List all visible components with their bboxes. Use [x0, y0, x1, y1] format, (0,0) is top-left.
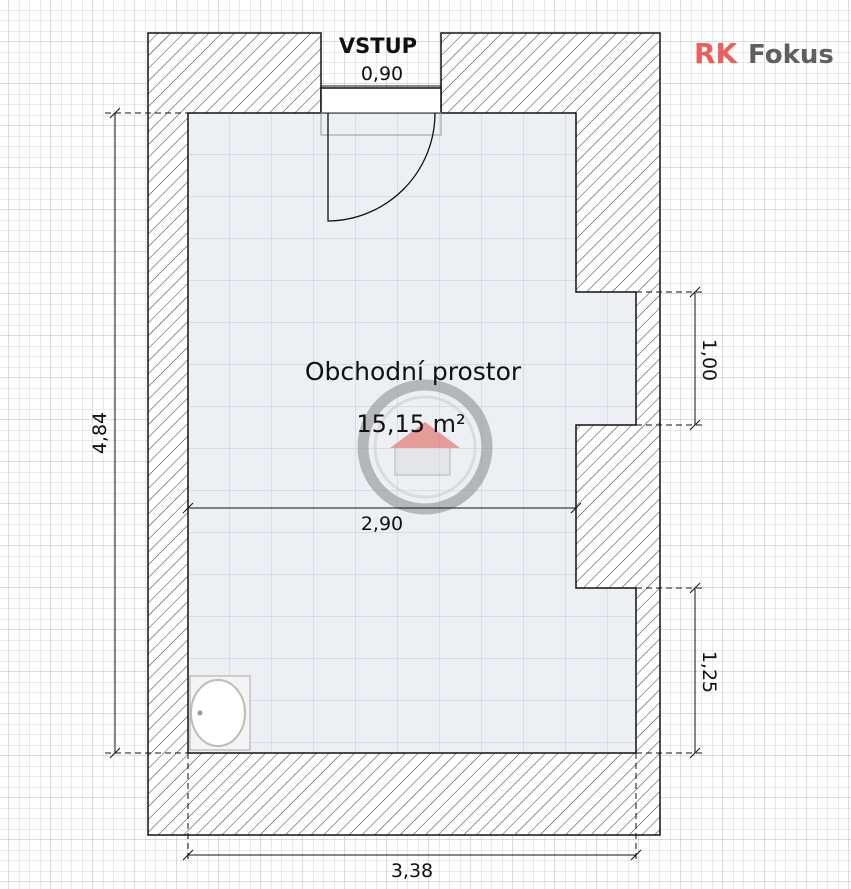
walls	[147, 32, 661, 836]
dimension-width-total: 3,38	[391, 860, 433, 882]
sink	[189, 675, 251, 751]
dimension-niche: 1,00	[698, 339, 720, 381]
entrance-width: 0,90	[361, 63, 403, 85]
dimension-lines	[105, 107, 705, 862]
room-name: Obchodní prostor	[305, 357, 522, 386]
dimension-lower-right: 1,25	[698, 651, 720, 693]
logo-rk: RK	[694, 37, 739, 70]
entrance-label: VSTUP	[339, 34, 417, 58]
room-area: 15,15 m²	[356, 410, 465, 438]
brand-logo: RK Fokus	[694, 37, 834, 70]
entrance-door	[320, 85, 442, 222]
dimension-height-total: 4,84	[89, 412, 111, 454]
dimension-width-inner: 2,90	[361, 513, 403, 535]
watermark-logo	[357, 379, 493, 515]
logo-fokus: Fokus	[748, 40, 834, 70]
